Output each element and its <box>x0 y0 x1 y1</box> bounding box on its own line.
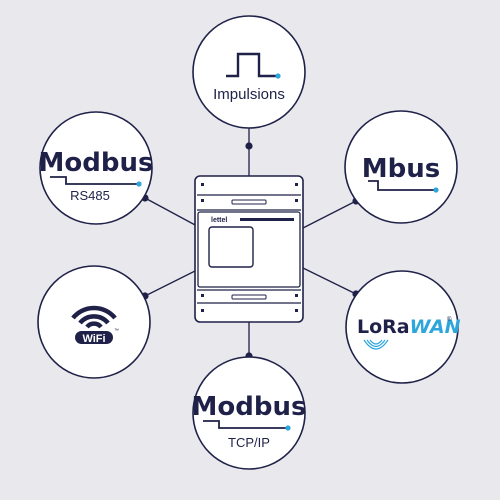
modbus-rs485-underline <box>50 176 137 185</box>
lorawan-wan-text: WAN <box>410 316 461 338</box>
node-modbus-tcp-circle <box>192 356 306 470</box>
modbus-tcp-accent-dot <box>285 425 291 431</box>
node-lorawan-circle <box>345 270 459 384</box>
wifi-badge <box>75 331 113 344</box>
node-modbus-rs485-sub: RS485 <box>70 188 110 203</box>
node-mbus: Mbus <box>344 110 458 224</box>
connector-wifi <box>144 269 198 297</box>
node-mbus-label: Mbus <box>362 154 440 184</box>
connector-lorawan <box>302 267 357 295</box>
wifi-icon <box>71 305 117 329</box>
node-wifi: WiFi ™ <box>37 265 151 379</box>
node-wifi-label: WiFi <box>82 333 105 345</box>
node-lorawan-label: LoRaWAN <box>357 316 461 338</box>
node-modbus-rs485: Modbus RS485 <box>39 111 154 225</box>
connector-modbus-rs485 <box>144 197 198 227</box>
node-lorawan: LoRaWAN ® <box>345 270 461 384</box>
modbus-rs485-accent-dot <box>136 181 142 187</box>
node-modbus-tcp-sub: TCP/IP <box>228 435 270 450</box>
node-modbus-tcp: Modbus TCP/IP <box>192 356 307 470</box>
lorawan-lora-text: LoRa <box>357 316 410 338</box>
meter-top-slot <box>231 199 267 205</box>
meter-brand-bar <box>240 218 294 221</box>
meter-brand-label: lettel <box>211 217 227 224</box>
node-impulsions-circle <box>192 15 306 129</box>
mbus-accent-dot <box>433 187 439 193</box>
node-modbus-rs485-label: Modbus <box>39 148 154 178</box>
node-impulsions: Impulsions <box>192 15 306 129</box>
lorawan-signal-icon <box>363 339 389 350</box>
lorawan-registered-mark: ® <box>447 316 452 323</box>
node-modbus-rs485-circle <box>39 111 153 225</box>
meter-bottom-slot <box>231 294 267 300</box>
node-modbus-tcp-label: Modbus <box>192 392 307 422</box>
mbus-underline <box>368 180 434 191</box>
node-impulsions-label: Impulsions <box>213 86 285 103</box>
connector-lines <box>144 123 357 356</box>
dot-impulsions <box>245 142 253 150</box>
node-mbus-circle <box>344 110 458 224</box>
meter-screws <box>201 183 298 312</box>
energy-meter-device: lettel <box>194 175 304 323</box>
wifi-trademark: ™ <box>114 328 119 334</box>
pulse-icon <box>226 52 281 79</box>
modbus-tcp-underline <box>203 420 286 429</box>
meter-display-screen <box>208 226 254 268</box>
connector-mbus <box>302 200 357 229</box>
